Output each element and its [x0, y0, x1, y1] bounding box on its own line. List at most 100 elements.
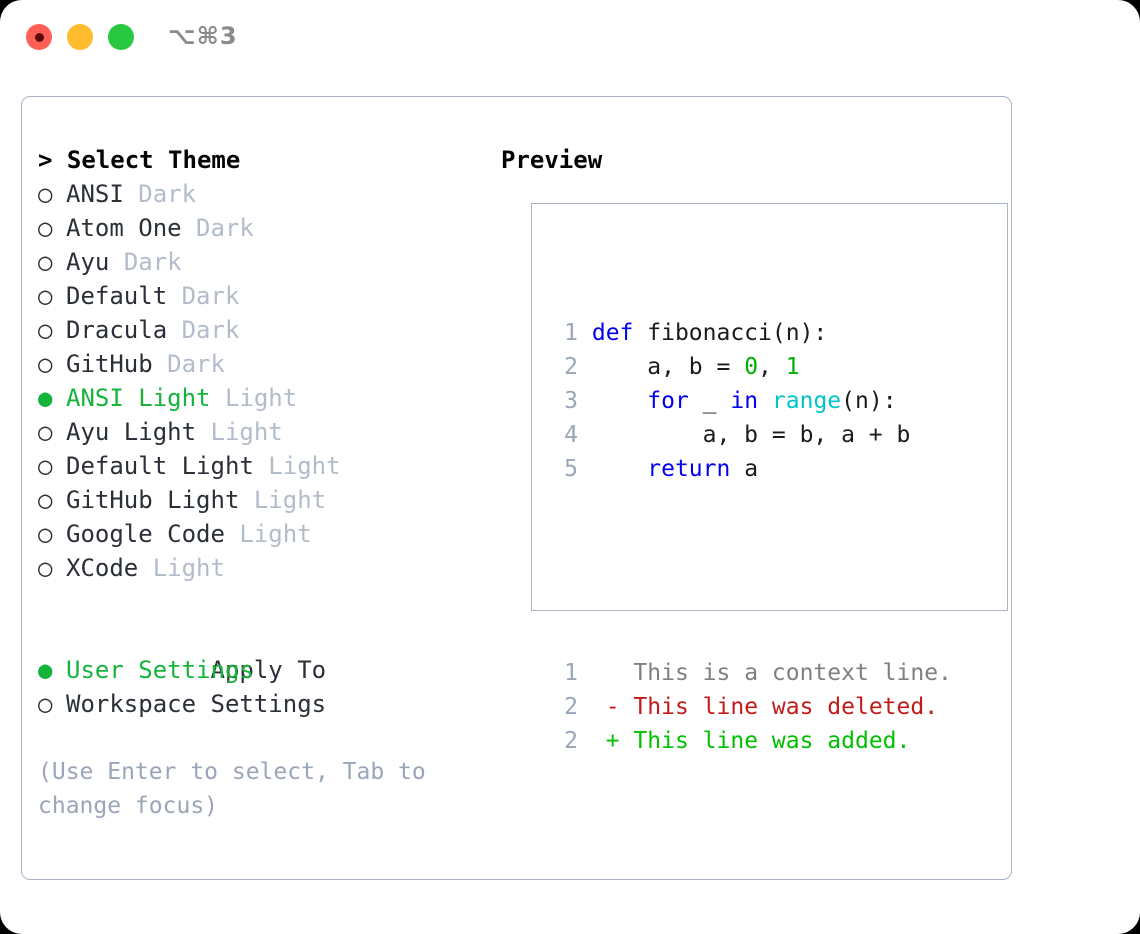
theme-option-suffix: Light [224, 384, 298, 412]
diff-line-del: 2 - This line was deleted. [550, 690, 952, 724]
theme-option-name: Dracula [66, 316, 168, 344]
line-number: 1 [564, 660, 578, 686]
theme-option-suffix: Light [253, 486, 327, 514]
preview-heading: Preview [501, 146, 603, 174]
theme-option-ayu-light[interactable]: ○Ayu Light Light [38, 415, 488, 449]
theme-selection-column: > Select Theme ○ANSI Dark○Atom One Dark○… [38, 143, 488, 823]
theme-option-ayu[interactable]: ○Ayu Dark [38, 245, 488, 279]
code-token: 1 [785, 354, 800, 380]
theme-option-name: Default [66, 282, 168, 310]
theme-option-suffix: Dark [123, 248, 182, 276]
theme-option-name: GitHub Light [66, 486, 240, 514]
theme-option-suffix: Light [268, 452, 341, 480]
gutter-space [578, 354, 592, 380]
diff-text: This is a context line. [633, 660, 952, 686]
theme-option-xcode[interactable]: ○XCode Light [38, 551, 488, 585]
theme-option-suffix: Dark [181, 282, 240, 310]
gutter-space [578, 728, 606, 754]
theme-option-name: XCode [66, 554, 139, 582]
code-line: 1 def fibonacci(n): [550, 316, 952, 350]
theme-option-default[interactable]: ○Default Dark [38, 279, 488, 313]
theme-option-suffix: Dark [167, 350, 225, 378]
theme-option-google-code[interactable]: ○Google Code Light [38, 517, 488, 551]
preview-column: Preview 1 def fibonacci(n):2 a, b = 0, 1… [501, 143, 1008, 754]
theme-option-suffix: Dark [181, 316, 240, 344]
apply-to-option-label: User Settings [66, 656, 254, 684]
radio-unselected-icon: ○ [38, 180, 53, 208]
select-theme-heading: > Select Theme [38, 146, 241, 174]
keyboard-shortcut-label: ⌥⌘3 [168, 22, 238, 50]
line-number: 3 [564, 388, 578, 414]
theme-option-atom-one[interactable]: ○ Atom One Dark [38, 211, 488, 245]
code-token [592, 456, 647, 482]
minimize-button[interactable] [67, 24, 93, 50]
code-token: a, b = [591, 354, 745, 380]
radio-selected-icon: ● [38, 656, 53, 684]
theme-option-default-light[interactable]: ○ Default Light Light [38, 449, 488, 483]
theme-option-suffix: Dark [196, 214, 254, 242]
traffic-light-buttons [26, 24, 134, 50]
gutter-space [578, 320, 592, 346]
gutter-space [578, 694, 606, 720]
theme-option-dracula[interactable]: ○Dracula Dark [38, 313, 488, 347]
code-line: 2 a, b = 0, 1 [550, 350, 952, 384]
apply-to-heading-row: ○Apply To [38, 619, 488, 684]
keyboard-hint-text: (Use Enter to select, Tab to change focu… [38, 759, 426, 819]
apply-to-list: ● User Settings ○Workspace Settings [38, 653, 488, 721]
gutter-space [578, 456, 592, 482]
theme-option-name: Atom One [66, 214, 182, 242]
line-number: 1 [564, 320, 578, 346]
code-line: 3 for _ in range(n): [550, 384, 952, 418]
gutter-space [578, 422, 592, 448]
radio-unselected-icon: ○ [38, 350, 53, 378]
radio-unselected-icon: ○ [38, 418, 53, 446]
apply-to-option-workspace-settings[interactable]: ○Workspace Settings [38, 687, 488, 721]
code-token: fibonacci(n): [647, 320, 828, 346]
close-button[interactable] [26, 24, 52, 50]
theme-option-github-light[interactable]: ○GitHub Light Light [38, 483, 488, 517]
line-number: 2 [564, 728, 578, 754]
diff-text: This line was deleted. [633, 694, 939, 720]
diff-line-add: 2 + This line was added. [550, 724, 952, 758]
main-panel: > Select Theme ○ANSI Dark○Atom One Dark○… [21, 96, 1012, 880]
radio-unselected-icon: ○ [38, 214, 53, 242]
radio-unselected-icon: ○ [38, 554, 53, 582]
line-number: 4 [564, 422, 578, 448]
theme-option-name: ANSI [66, 180, 124, 208]
code-token: in [730, 388, 759, 414]
code-token: a [730, 456, 759, 482]
theme-option-name: Default Light [66, 452, 254, 480]
theme-option-ansi-light[interactable]: ● ANSI Light Light [38, 381, 488, 415]
title-bar: ⌥⌘3 [0, 0, 1140, 78]
code-token: range [771, 388, 842, 414]
code-token [758, 388, 772, 414]
diff-space [620, 694, 634, 720]
code-token: _ [688, 388, 731, 414]
diff-sample: 1 This is a context line. 2 - This line w… [550, 656, 952, 758]
code-diff-gap [550, 554, 952, 588]
code-token: , [758, 354, 786, 380]
theme-option-name: GitHub [66, 350, 153, 378]
gutter-space [578, 660, 606, 686]
theme-option-name: ANSI Light [66, 384, 211, 412]
code-token: return [647, 456, 731, 482]
code-line: 5 return a [550, 452, 952, 486]
line-number: 2 [564, 354, 578, 380]
gutter-space [578, 388, 592, 414]
section-spacer [38, 585, 488, 619]
diff-space [620, 660, 634, 686]
theme-option-github[interactable]: ○ GitHub Dark [38, 347, 488, 381]
diff-sign: + [605, 728, 620, 754]
line-number: 2 [564, 694, 578, 720]
apply-to-option-user-settings[interactable]: ● User Settings [38, 653, 488, 687]
radio-unselected-icon: ○ [38, 452, 53, 480]
theme-option-name: Ayu Light [66, 418, 197, 446]
theme-option-ansi[interactable]: ○ANSI Dark [38, 177, 488, 211]
hint-spacer [38, 721, 488, 755]
line-number: 5 [564, 456, 578, 482]
maximize-button[interactable] [108, 24, 134, 50]
radio-selected-icon: ● [38, 384, 53, 412]
code-token: a, b = b, a + b [591, 422, 911, 448]
